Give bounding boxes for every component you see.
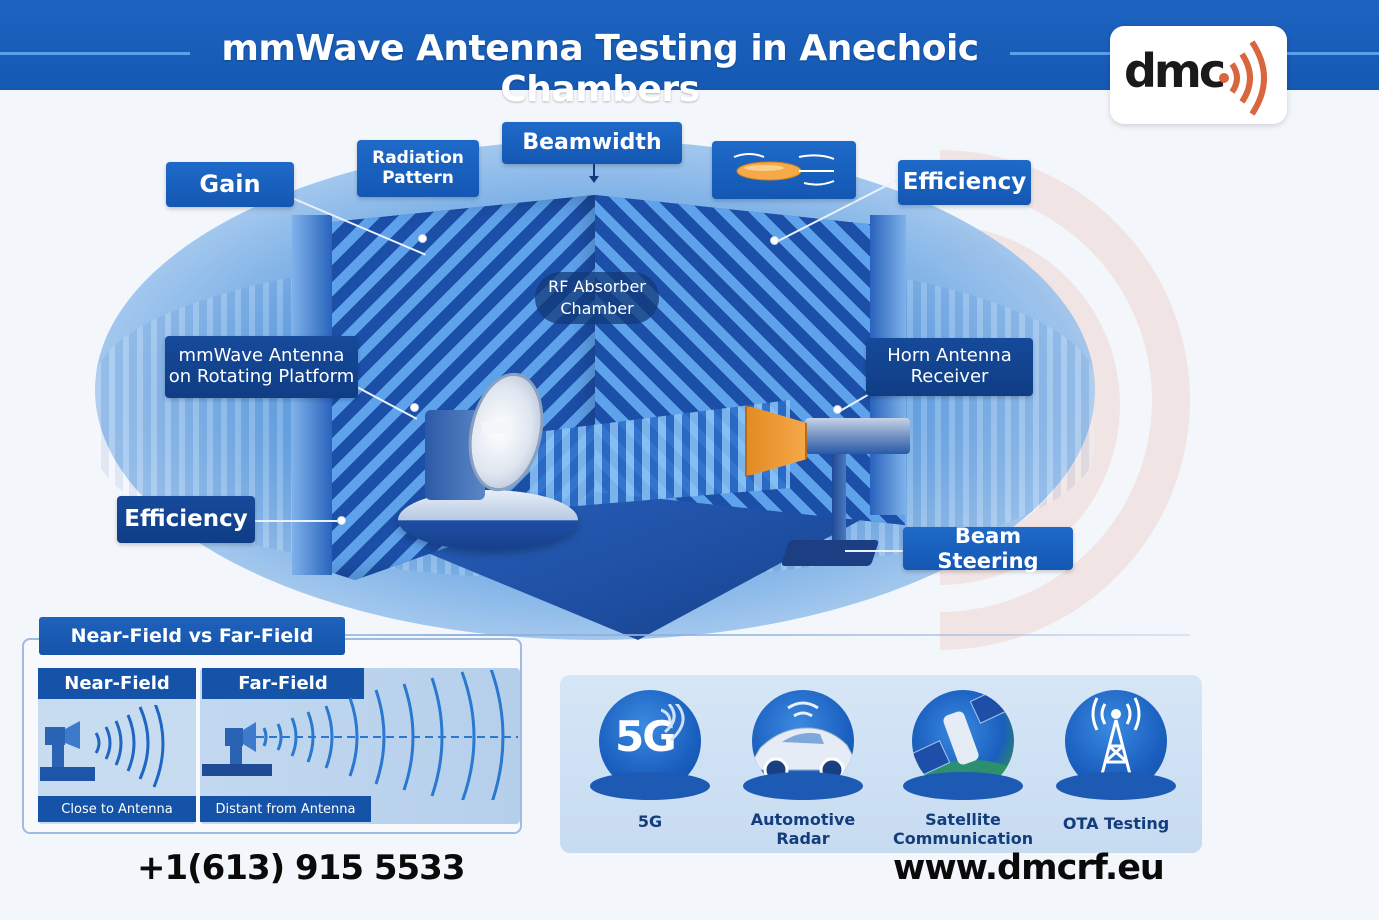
tower-icon-base	[1056, 772, 1176, 800]
leader-dot-mmwave	[410, 403, 419, 412]
horn-stand-base	[780, 540, 880, 566]
leader-efficiency-bottom	[255, 520, 343, 522]
satellite-line-1: Satellite	[925, 810, 1001, 829]
near-field-header: Near-Field	[38, 668, 196, 699]
near-far-title: Near-Field vs Far-Field	[39, 617, 345, 655]
radiation-pattern-line-2: Pattern	[382, 167, 454, 188]
near-field-caption: Close to Antenna	[38, 796, 196, 822]
5g-icon-base	[590, 772, 710, 800]
horn-receiver-line-2: Receiver	[910, 366, 989, 387]
radiation-lobe-icon	[733, 153, 835, 186]
leader-dot-efficiency-top	[770, 236, 779, 245]
horn-stand-pole	[832, 450, 846, 545]
app-satellite-communication: Satellite Communication	[893, 690, 1033, 848]
callout-efficiency-bottom-text: Efficiency	[124, 506, 248, 533]
automotive-line-2: Radar	[776, 829, 830, 848]
far-field-caption: Distant from Antenna	[200, 796, 371, 822]
near-field-antenna-icon	[40, 705, 165, 788]
app-ota-testing: OTA Testing	[1046, 690, 1186, 833]
contact-phone[interactable]: +1(613) 915 5533	[137, 848, 465, 888]
radiation-pattern-line-1: Radiation	[372, 147, 464, 168]
app-5g: 5G 5G	[580, 690, 720, 831]
app-5g-label: 5G	[637, 812, 663, 831]
callout-gain: Gain	[166, 162, 294, 207]
rf-absorber-line-1: RF Absorber	[548, 277, 646, 296]
app-ota-testing-label: OTA Testing	[1062, 814, 1170, 833]
leader-dot-efficiency-bottom	[337, 516, 346, 525]
page-title: mmWave Antenna Testing in Anechoic Chamb…	[221, 28, 979, 110]
callout-efficiency-bottom: Efficiency	[117, 496, 255, 543]
rf-absorber-line-2: Chamber	[560, 299, 634, 318]
far-field-header: Far-Field	[202, 668, 364, 699]
callout-beamwidth-text: Beamwidth	[522, 130, 662, 156]
automotive-line-1: Automotive	[750, 810, 856, 829]
dmc-logo[interactable]: dmc	[1110, 26, 1287, 124]
antenna-feed	[482, 422, 510, 434]
logo-text: dmc	[1124, 44, 1226, 98]
mmwave-antenna-line-2: on Rotating Platform	[168, 366, 355, 387]
5g-icon-text: 5G	[615, 712, 677, 761]
satellite-icon-base	[903, 772, 1023, 800]
signal-arcs-icon	[661, 704, 685, 742]
app-automotive-radar: Automotive Radar	[733, 690, 873, 848]
satellite-line-2: Communication	[893, 829, 1034, 848]
callout-beam-steering: Beam Steering	[903, 524, 1073, 573]
app-automotive-radar-label: Automotive Radar	[733, 810, 873, 848]
horn-receiver-line-1: Horn Antenna	[887, 345, 1012, 367]
horn-receiver-body	[805, 418, 910, 454]
rotating-platform	[398, 490, 578, 550]
car-icon-base	[743, 772, 863, 800]
callout-radiation-pattern: Radiation Pattern	[357, 140, 479, 197]
callout-beamwidth: Beamwidth	[502, 122, 682, 164]
far-field-antenna-icon	[202, 670, 518, 800]
callout-efficiency-top: Efficiency	[898, 160, 1031, 205]
signal-waves-icon	[1219, 40, 1267, 116]
callout-horn-receiver: Horn Antenna Receiver	[866, 338, 1033, 396]
app-satellite-label: Satellite Communication	[893, 810, 1033, 848]
callout-beam-steering-text: Beam Steering	[937, 524, 1039, 573]
mmwave-antenna-line-1: mmWave Antenna	[178, 345, 345, 367]
rf-absorber-label: RF Absorber Chamber	[535, 272, 659, 324]
leader-dot-horn	[833, 405, 842, 414]
callout-mmwave-antenna: mmWave Antenna on Rotating Platform	[165, 336, 358, 398]
callout-radiation-lobe	[712, 141, 856, 199]
contact-website[interactable]: www.dmcrf.eu	[893, 848, 1165, 888]
section-divider	[40, 634, 1190, 636]
leader-beam-steering	[845, 550, 905, 552]
header-rule-left	[0, 52, 190, 55]
leader-dot-gain	[418, 234, 427, 243]
callout-efficiency-top-text: Efficiency	[902, 169, 1027, 196]
callout-gain-text: Gain	[199, 169, 261, 198]
beamwidth-arrow-icon	[589, 164, 599, 183]
